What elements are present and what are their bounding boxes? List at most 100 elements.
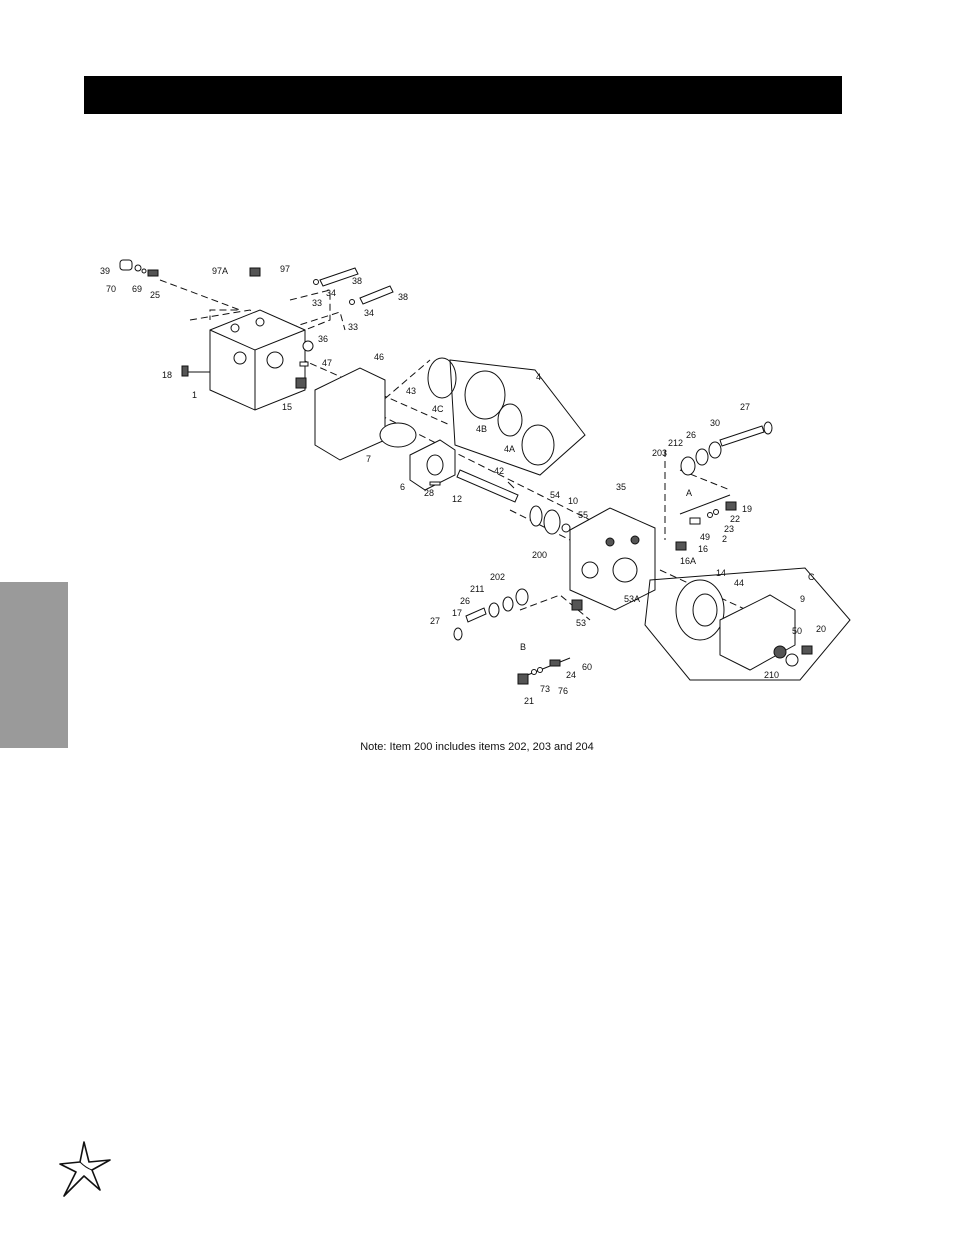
diagram-label: 14 (716, 568, 726, 578)
oring-34-lower (349, 299, 355, 305)
diagram-label: 35 (616, 482, 626, 492)
diagram-label: 38 (352, 276, 362, 286)
washer-212 (695, 448, 709, 466)
diagram-label: 16 (698, 544, 708, 554)
section-tab (0, 582, 68, 748)
diagram-label: A (686, 488, 692, 498)
washer-26-lower (488, 602, 500, 618)
diagram-label: 4 (536, 372, 541, 382)
diagram-label: 39 (100, 266, 110, 276)
diagram-label: 33 (312, 298, 322, 308)
pin-47 (299, 361, 309, 367)
diagram-label: 7 (366, 454, 371, 464)
ring-27-lower (453, 627, 463, 641)
diagram-label: 211 (470, 584, 484, 594)
header-bar (84, 76, 842, 114)
pin-28 (429, 481, 441, 486)
diagram-label: 24 (566, 670, 576, 680)
diagram-label: 212 (668, 438, 683, 448)
diagram-label: 4C (432, 404, 444, 414)
diagram-label: 4A (504, 444, 515, 454)
diagram-label: B (520, 642, 526, 652)
bushing-15 (295, 377, 307, 389)
diagram-label: 97 (280, 264, 290, 274)
end-cap-housing-1 (209, 309, 306, 411)
diagram-label: 17 (452, 608, 462, 618)
brand-logo-icon (59, 1141, 111, 1197)
retaining-ring-54 (529, 505, 543, 527)
diagram-label: 55 (578, 510, 588, 520)
diagram-label: 30 (710, 418, 720, 428)
diagram-label: 69 (132, 284, 142, 294)
exploded-parts-diagram: 39 70 69 25 97A 97 38 34 33 38 34 33 36 … (100, 259, 851, 706)
bearing-203 (680, 456, 696, 476)
diagram-label: 47 (322, 358, 332, 368)
diagram-label: 54 (550, 490, 560, 500)
bolt-18 (181, 365, 210, 377)
valve-97 (249, 267, 261, 277)
rotating-group-4 (449, 359, 586, 476)
diagram-label: 15 (282, 402, 292, 412)
ring-27-upper (763, 421, 773, 435)
diagram-label: 21 (524, 696, 534, 706)
diagram-label: 97A (212, 266, 228, 276)
diagram-label: 210 (764, 670, 779, 680)
diagram-label: 23 (724, 524, 734, 534)
diagram-label: 43 (406, 386, 416, 396)
diagram-label: 4B (476, 424, 487, 434)
diagram-label: 19 (742, 504, 752, 514)
gasket-46 (314, 367, 386, 461)
motor-kit-c (644, 567, 851, 681)
check-valve-38-upper (319, 267, 359, 287)
seal-55 (561, 523, 571, 533)
diagram-label: 200 (532, 550, 547, 560)
diagram-label: 53A (624, 594, 640, 604)
valve-kit-b (517, 657, 571, 685)
diagram-label: 46 (374, 352, 384, 362)
diagram-label: 9 (800, 594, 805, 604)
key-42 (507, 481, 515, 489)
diagram-note: Note: Item 200 includes items 202, 203 a… (360, 741, 594, 753)
fitting-25 (147, 269, 159, 277)
seal-36 (302, 340, 314, 352)
washer-26-upper (708, 441, 722, 459)
thrust-plate-43 (427, 357, 457, 399)
plug-39 (119, 259, 133, 271)
diagram-label: 203 (652, 448, 667, 458)
seal-69 (141, 268, 147, 274)
diagram-label: 33 (348, 322, 358, 332)
diagram-label: 73 (540, 684, 550, 694)
diagram-label: 18 (162, 370, 172, 380)
diagram-label: 34 (326, 288, 336, 298)
bearing-202 (515, 588, 529, 606)
check-valve-38-lower (359, 285, 394, 305)
diagram-label: 6 (400, 482, 405, 492)
diagram-label: 20 (816, 624, 826, 634)
plug-53 (571, 599, 583, 611)
diagram-label: 50 (792, 626, 802, 636)
shaft-30 (719, 425, 765, 447)
seal-70 (134, 264, 142, 272)
swashplate-6 (409, 439, 456, 491)
washer-7 (379, 422, 417, 448)
housing-200 (569, 507, 656, 611)
part-number-labels: 39 70 69 25 97A 97 38 34 33 38 34 33 36 … (100, 264, 826, 706)
diagram-label: 36 (318, 334, 328, 344)
diagram-label: 22 (730, 514, 740, 524)
bearing-10 (543, 509, 561, 535)
diagram-label: 53 (576, 618, 586, 628)
diagram-label: 27 (740, 402, 750, 412)
diagram-label: 12 (452, 494, 462, 504)
diagram-label: 10 (568, 496, 578, 506)
diagram-label: 34 (364, 308, 374, 318)
diagram-label: 38 (398, 292, 408, 302)
diagram-label: 1 (192, 390, 197, 400)
diagram-label: 49 (700, 532, 710, 542)
diagram-label: 27 (430, 616, 440, 626)
valve-kit-a (675, 494, 737, 551)
washer-211 (502, 596, 514, 612)
diagram-label: 76 (558, 686, 568, 696)
diagram-label: C (808, 572, 815, 582)
oring-34-upper (313, 279, 319, 285)
diagram-label: 26 (460, 596, 470, 606)
